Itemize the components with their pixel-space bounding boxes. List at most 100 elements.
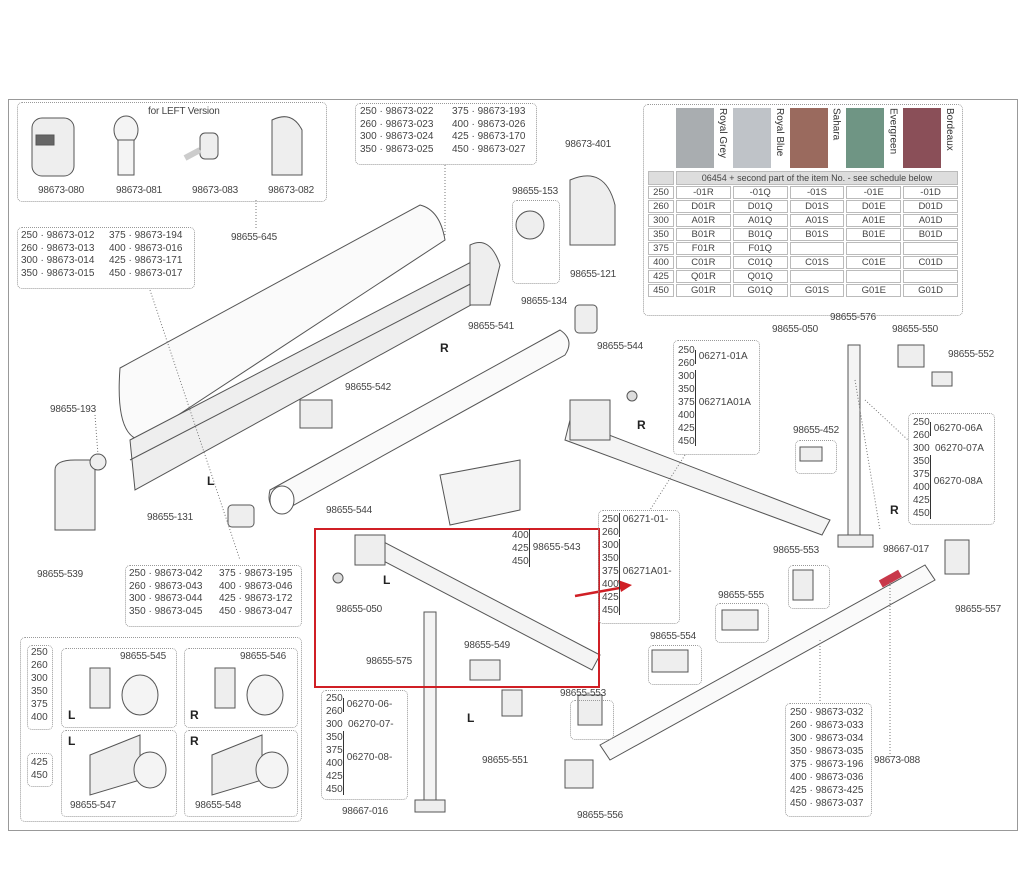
- right-leg: [837, 344, 874, 548]
- size-cell: 425: [648, 270, 674, 283]
- table-corner: [648, 108, 674, 170]
- code-cell: -01Q: [732, 186, 788, 199]
- swatch-sahara: [789, 108, 828, 168]
- bracket-548-box: [184, 730, 298, 817]
- code-cell: D01R: [676, 200, 731, 213]
- part-label: 98655-552: [948, 349, 995, 360]
- swatch-bordeaux: [903, 108, 942, 168]
- code-cell: G01Q: [732, 284, 788, 297]
- part-box: [512, 200, 560, 284]
- part-label: 98655-547: [70, 800, 117, 811]
- part-label: 98655-545: [120, 651, 167, 662]
- size-cell: 375: [648, 242, 674, 255]
- roller-tube: [268, 329, 570, 515]
- case-list-box: [17, 227, 195, 289]
- code-cell: -01R: [676, 186, 731, 199]
- part-label: 98673-401: [565, 139, 612, 150]
- fabric-table-box: [643, 104, 963, 316]
- clip-552-icon: [931, 371, 953, 387]
- part-label: 98655-548: [195, 800, 242, 811]
- spring-544a-icon: [626, 390, 638, 402]
- leg-left-box: [321, 690, 408, 800]
- code-cell: A01D: [903, 214, 958, 227]
- code-cell: Q01R: [676, 270, 731, 283]
- side-marker: R: [637, 418, 646, 432]
- swatch-cell: Royal Blue: [732, 108, 788, 170]
- swatch-royal-blue: [732, 108, 771, 168]
- code-cell: A01E: [846, 214, 902, 227]
- code-cell: G01R: [676, 284, 731, 297]
- plug-icon: [574, 304, 598, 334]
- part-label: 98655-556: [577, 810, 624, 821]
- part-label: 98655-546: [240, 651, 287, 662]
- clip-452-icon: [799, 446, 823, 462]
- size-cell: 260: [648, 200, 674, 213]
- side-marker: L: [467, 711, 475, 725]
- bracket-545-icon: [89, 667, 159, 716]
- leader-lines: [94, 165, 909, 757]
- code-cell: A01S: [789, 214, 845, 227]
- bracket-545-box: [61, 648, 177, 728]
- part-label: 98655-553: [560, 688, 607, 699]
- code-cell: [903, 242, 958, 255]
- side-marker: L: [207, 474, 215, 488]
- brackets-box: [20, 637, 302, 822]
- code-cell: G01S: [789, 284, 845, 297]
- code-cell: B01S: [789, 228, 845, 241]
- bracket-547-box: [61, 730, 177, 817]
- side-marker: R: [440, 341, 449, 355]
- cassette-profile: [118, 204, 481, 491]
- code-cell: B01R: [676, 228, 731, 241]
- code-cell: G01D: [903, 284, 958, 297]
- tube-list-box: [125, 565, 302, 627]
- left-arm: [354, 534, 601, 671]
- cap-icon: [515, 210, 545, 240]
- code-cell: F01Q: [732, 242, 788, 255]
- side-marker: R: [190, 708, 199, 722]
- size-cell: 350: [648, 228, 674, 241]
- code-cell: D01S: [789, 200, 845, 213]
- part-label: 98655-121: [570, 269, 617, 280]
- part-label: 98655-557: [955, 604, 1002, 615]
- code-cell: B01E: [846, 228, 902, 241]
- swatch-cell: Bordeaux: [903, 108, 958, 170]
- part-label: 98655-553: [773, 545, 820, 556]
- part-label: 98655-134: [521, 296, 568, 307]
- bracket-546-icon: [214, 667, 284, 716]
- clip-557-icon: [944, 539, 970, 575]
- part-label: 98655-544: [597, 341, 644, 352]
- clip-551-icon: [501, 689, 523, 717]
- code-cell: [846, 242, 902, 255]
- code-cell: -01S: [789, 186, 845, 199]
- clip-553a-icon: [792, 569, 814, 601]
- part-label: 98673-081: [116, 185, 163, 196]
- part-label: 98655-050: [336, 604, 383, 615]
- part-label: 98655-645: [231, 232, 278, 243]
- code-cell: [846, 270, 902, 283]
- part-label: 98655-555: [718, 590, 765, 601]
- side-marker: R: [190, 734, 199, 748]
- color-name: Bordeaux: [944, 108, 956, 151]
- part-label: 98667-017: [883, 544, 930, 555]
- side-marker: R: [890, 503, 899, 517]
- clip-554-icon: [651, 649, 689, 673]
- fabric-bracket: [439, 459, 521, 526]
- color-name: Evergreen: [887, 108, 899, 155]
- lead-rail: [599, 564, 936, 761]
- clip-556-icon: [564, 759, 594, 789]
- lead-rail-box: [785, 703, 872, 817]
- part-label: 98655-539: [37, 569, 84, 580]
- code-cell: C01R: [676, 256, 731, 269]
- part-label: 98673-088: [874, 755, 921, 766]
- highlight-box: [314, 528, 600, 688]
- left-cap-icon: [54, 459, 96, 531]
- part-label: 98655-550: [892, 324, 939, 335]
- code-cell: D01D: [903, 200, 958, 213]
- part-label: 98655-575: [366, 656, 413, 667]
- code-cell: A01R: [676, 214, 731, 227]
